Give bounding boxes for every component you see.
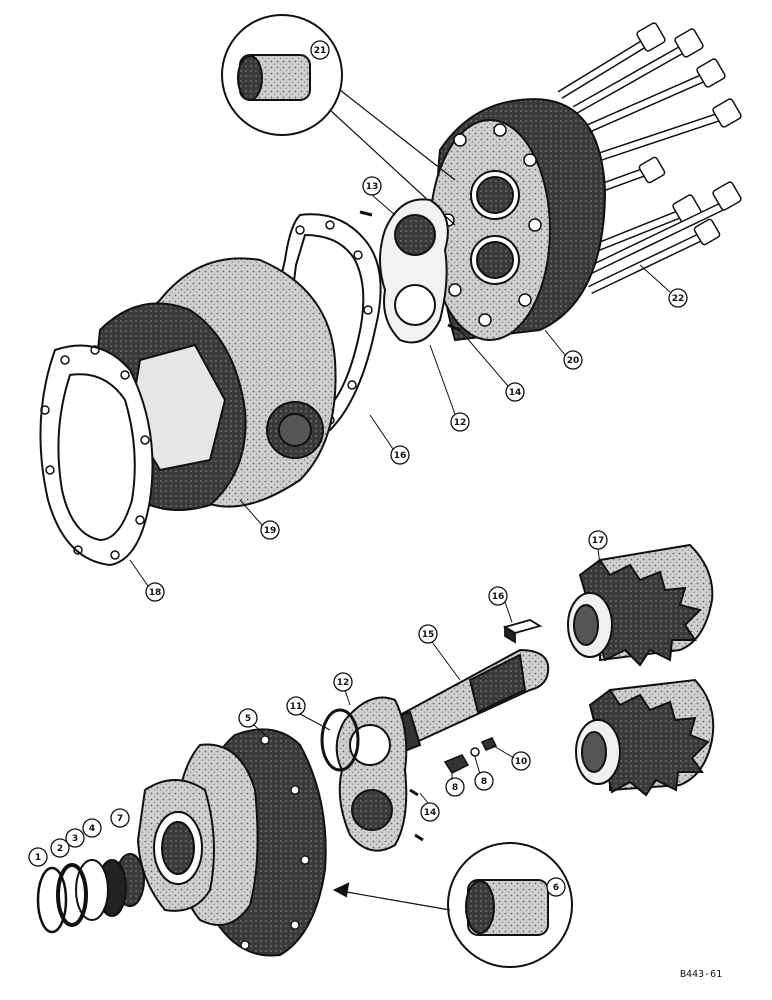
svg-text:10: 10: [515, 757, 528, 767]
callout-13: 13: [362, 176, 382, 196]
bearing-detail-top: [221, 14, 456, 226]
callout-6: 6: [546, 877, 566, 897]
callout-11: 11: [286, 696, 306, 716]
callout-21: 21: [310, 40, 330, 60]
callout-8-valve: 8: [474, 771, 494, 791]
callout-20: 20: [563, 350, 583, 370]
wear-plate-lower: [335, 696, 408, 852]
callout-4: 4: [82, 818, 102, 838]
svg-text:8: 8: [481, 777, 487, 787]
callout-labels: 21 13 22 20 14 12 16 19 18 17 16 15 12 1…: [28, 40, 688, 897]
svg-text:20: 20: [567, 356, 580, 366]
end-cover: [429, 98, 607, 342]
svg-text:7: 7: [117, 814, 123, 824]
front-cover: [173, 728, 327, 957]
svg-text:8: 8: [452, 783, 458, 793]
callout-12-upper: 12: [450, 412, 470, 432]
svg-text:14: 14: [424, 808, 437, 818]
svg-text:2: 2: [57, 844, 63, 854]
svg-text:11: 11: [290, 702, 303, 712]
svg-text:18: 18: [149, 588, 162, 598]
callout-19: 19: [260, 520, 280, 540]
gear-housing: [93, 257, 337, 511]
gear-upper-right: [567, 543, 714, 667]
callout-3: 3: [65, 828, 85, 848]
leader-lines: [129, 194, 671, 804]
callout-17: 17: [588, 530, 608, 550]
svg-text:12: 12: [454, 418, 467, 428]
callout-7: 7: [110, 808, 130, 828]
seal-stack: [36, 853, 145, 934]
svg-text:15: 15: [422, 630, 435, 640]
relief-valve-parts: [443, 737, 498, 774]
callout-10: 10: [511, 751, 531, 771]
callout-12-lower: 12: [333, 672, 353, 692]
callout-9: 8: [445, 777, 465, 797]
gear-lower-right: [575, 678, 715, 797]
drive-shaft: [390, 648, 550, 754]
callout-2: 2: [50, 838, 70, 858]
svg-text:22: 22: [672, 294, 685, 304]
bearing-detail-bottom: [332, 842, 573, 968]
svg-text:16: 16: [394, 451, 407, 461]
svg-text:12: 12: [337, 678, 350, 688]
callout-16-upper: 16: [390, 445, 410, 465]
dowel-pins-upper: [359, 210, 461, 332]
mounting-flange: [136, 779, 215, 912]
seal-ring: [320, 708, 360, 772]
svg-text:17: 17: [592, 536, 605, 546]
svg-text:19: 19: [264, 526, 277, 536]
callout-5: 5: [238, 708, 258, 728]
callout-16-lower: 16: [488, 586, 508, 606]
svg-text:16: 16: [492, 592, 505, 602]
callout-18: 18: [145, 582, 165, 602]
callout-22: 22: [668, 288, 688, 308]
svg-text:6: 6: [553, 883, 559, 893]
svg-text:3: 3: [72, 834, 78, 844]
svg-text:5: 5: [245, 714, 251, 724]
callout-15: 15: [418, 624, 438, 644]
callout-14-upper: 14: [505, 382, 525, 402]
svg-text:1: 1: [35, 853, 41, 863]
svg-text:14: 14: [509, 388, 522, 398]
wear-plate-upper: [379, 198, 449, 344]
gasket-left: [39, 344, 154, 567]
bolt-set: [557, 22, 742, 295]
svg-text:4: 4: [89, 824, 95, 834]
shaft-key: [502, 619, 543, 644]
svg-text:21: 21: [314, 46, 327, 56]
callout-1: 1: [28, 847, 48, 867]
callout-14-lower: 14: [420, 802, 440, 822]
svg-text:13: 13: [366, 182, 379, 192]
dowel-pins-lower: [409, 788, 424, 842]
figure-id: B443-61: [680, 969, 722, 980]
